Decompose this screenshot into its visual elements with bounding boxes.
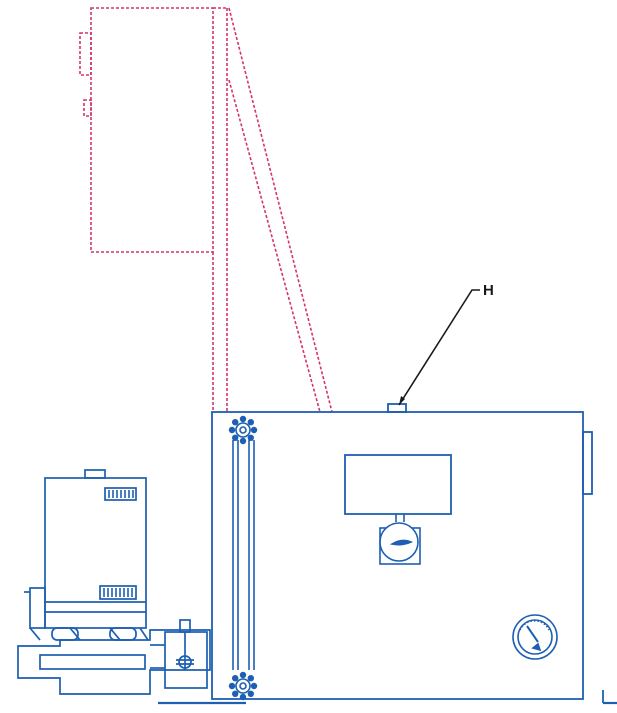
- motor-side-bracket: [29, 587, 46, 629]
- dial-indicator-icon: [379, 514, 421, 565]
- motor-top-cap: [84, 469, 106, 479]
- inspection-window: [344, 454, 452, 515]
- arm-strut-2: [228, 79, 321, 413]
- hinge-rosette-icon: [228, 671, 258, 701]
- arm-strut-1: [228, 7, 333, 413]
- pressure-gauge-icon: [512, 614, 558, 660]
- motor-label-plate-lower: [99, 585, 137, 600]
- callout-h-leader: [398, 289, 480, 406]
- vent-cap: [387, 403, 407, 413]
- raised-cover-outline: [79, 7, 333, 413]
- callout-h: H: [398, 282, 494, 406]
- hinge-rosette-icon: [228, 415, 258, 445]
- cabinet-side-handle: [582, 431, 593, 495]
- motor-unit: [17, 469, 211, 695]
- raised-cover-box: [90, 7, 214, 253]
- cover-tab-lower: [83, 99, 92, 117]
- motor-label-plate-upper: [104, 487, 137, 501]
- cover-tab-upper: [79, 32, 92, 76]
- main-cabinet: [158, 403, 617, 705]
- sight-glass-column: [232, 440, 255, 670]
- callout-h-label: H: [483, 282, 494, 299]
